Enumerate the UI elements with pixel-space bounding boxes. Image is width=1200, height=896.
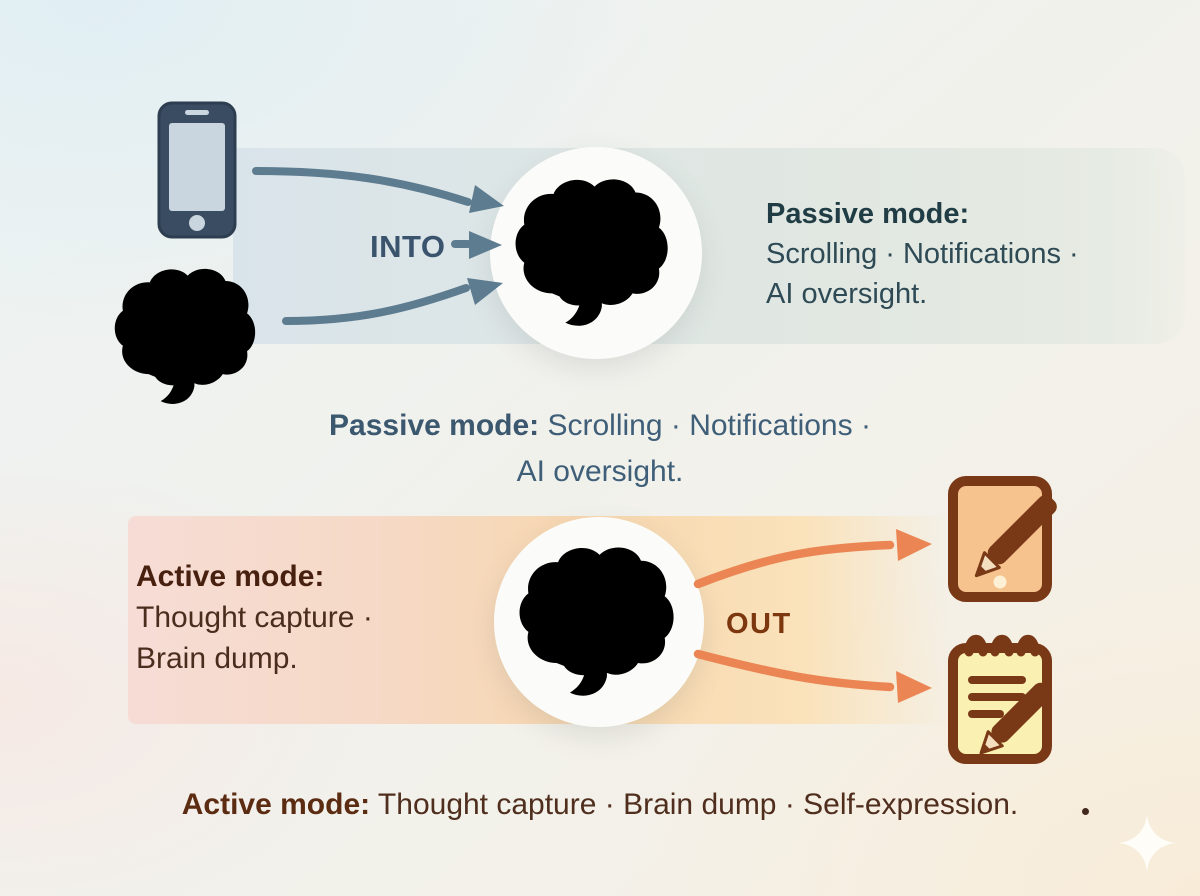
sparkle-icon	[1118, 814, 1176, 872]
passive-caption-line2: AI oversight.	[516, 455, 684, 488]
active-side-title: Active mode:	[136, 560, 325, 593]
smartphone-icon	[157, 101, 237, 239]
active-side-line2: Brain dump.	[136, 642, 298, 675]
brain-icon	[519, 547, 674, 696]
tablet-pencil-icon	[948, 476, 1057, 602]
active-side-text: Active mode: Thought capture · Brain dum…	[136, 556, 373, 679]
into-label: INTO	[370, 229, 446, 264]
notepad-pencil-icon	[948, 634, 1052, 764]
pencil-icon	[974, 495, 1057, 578]
pencil-icon	[979, 682, 1052, 755]
ink-speck	[1082, 808, 1089, 815]
passive-side-text: Passive mode: Scrolling · Notifications …	[766, 194, 1079, 314]
passive-side-line2: AI oversight.	[766, 278, 928, 310]
passive-side-title: Passive mode:	[766, 198, 970, 230]
active-caption: Active mode: Thought capture · Brain dum…	[181, 788, 1019, 821]
brain-icon	[114, 268, 256, 404]
brain-icon	[515, 179, 668, 326]
passive-caption: Passive mode: Scrolling · Notifications …	[0, 403, 1200, 495]
passive-side-line1: Scrolling · Notifications ·	[766, 238, 1079, 270]
passive-caption-line1: Passive mode: Scrolling · Notifications …	[329, 409, 871, 442]
out-label: OUT	[726, 608, 792, 640]
active-side-line1: Thought capture ·	[136, 601, 373, 634]
